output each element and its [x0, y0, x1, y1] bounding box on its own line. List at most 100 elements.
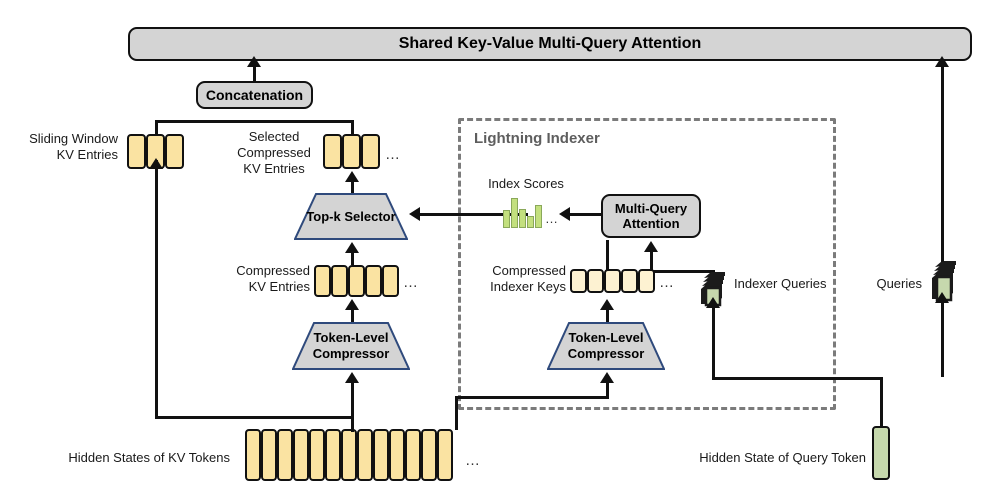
index-scores-label: Index Scores — [488, 176, 564, 191]
selected-compressed-label: Selected Compressed KV Entries — [237, 129, 311, 176]
multi-query-attention-box[interactable]: Multi-Query Attention — [601, 194, 701, 238]
topk-selector[interactable]: Top-k Selector — [294, 193, 408, 240]
kv-cell — [382, 265, 399, 297]
token-level-compressor-right[interactable]: Token-Level Compressor — [547, 322, 665, 370]
line-selected-up — [351, 120, 354, 136]
token-level-compressor-right-label: Token-Level Compressor — [567, 330, 645, 361]
token-level-compressor-left[interactable]: Token-Level Compressor — [292, 322, 410, 370]
line-concat-to-attention — [253, 62, 256, 82]
arrow-concat-to-attention — [247, 56, 261, 67]
hidden-state-query-label: Hidden State of Query Token — [699, 450, 866, 465]
kv-token-cell — [373, 429, 389, 481]
line-indexer-keys-up — [606, 240, 609, 270]
line-hidden-to-compressor-left — [351, 383, 354, 429]
arrow-compressed-to-topk — [345, 242, 359, 253]
index-score-bar — [503, 210, 510, 228]
kv-cell — [342, 134, 361, 169]
compressed-kv-ellipsis: … — [403, 274, 419, 291]
compressed-indexer-keys-ellipsis: … — [659, 274, 675, 291]
line-hidden-bus-right-drop — [455, 396, 458, 430]
kv-token-cell — [341, 429, 357, 481]
indexer-queries-label: Indexer Queries — [734, 276, 827, 291]
kv-token-cell — [261, 429, 277, 481]
index-score-bar — [519, 209, 526, 228]
selected-compressed-cells — [323, 134, 380, 169]
selected-compressed-ellipsis: … — [385, 146, 401, 163]
line-scores-to-topk — [420, 213, 528, 216]
kv-token-cell — [277, 429, 293, 481]
arrow-mqa-to-scores — [559, 207, 570, 221]
kv-cell — [127, 134, 146, 169]
kv-token-cell — [293, 429, 309, 481]
kv-token-cell — [309, 429, 325, 481]
line-compressed-to-topk — [351, 253, 354, 265]
arrow-hidden-to-compressor-right — [600, 372, 614, 383]
arrow-queries-to-attention — [935, 56, 949, 67]
kv-token-cell — [325, 429, 341, 481]
indexer-key-cell — [621, 269, 638, 293]
kv-cell — [323, 134, 342, 169]
kv-cell — [314, 265, 331, 297]
shared-attention-bar[interactable]: Shared Key-Value Multi-Query Attention — [128, 27, 972, 61]
token-level-compressor-left-label: Token-Level Compressor — [312, 330, 390, 361]
line-compressor-to-indexer-keys — [606, 310, 609, 322]
line-indexer-queries-bus — [650, 270, 714, 273]
line-compressor-to-compressed — [351, 310, 354, 322]
indexer-key-cell — [587, 269, 604, 293]
lightning-indexer-group — [458, 118, 836, 410]
arrow-compressor-to-indexer-keys — [600, 299, 614, 310]
line-queries-to-attention — [941, 62, 944, 262]
hidden-states-kv-cells — [245, 429, 453, 481]
index-scores-ellipsis: … — [545, 211, 559, 226]
index-score-bar — [527, 216, 534, 228]
kv-cell — [165, 134, 184, 169]
line-hidden-query-bottom — [880, 377, 883, 426]
arrow-hidden-to-compressor-left — [345, 372, 359, 383]
line-hidden-bus-right — [455, 396, 609, 399]
compressed-indexer-keys-label: Compressed Indexer Keys — [490, 263, 566, 294]
arrow-query-bus-to-indexer-queries — [706, 297, 720, 308]
concatenation-box[interactable]: Concatenation — [196, 81, 313, 109]
arrow-compressor-to-compressed — [345, 299, 359, 310]
line-indexer-queries-to-mqa — [650, 252, 653, 272]
line-query-bus-v-left — [712, 320, 715, 379]
line-sliding-up — [155, 120, 158, 136]
line-kv-token-riser — [351, 416, 354, 432]
kv-token-cell — [357, 429, 373, 481]
line-kv-bus-left-v — [155, 160, 158, 418]
sliding-window-label: Sliding Window KV Entries — [29, 131, 118, 162]
arrow-scores-to-topk — [409, 207, 420, 221]
line-sliding-right — [155, 120, 255, 123]
queries-label: Queries — [876, 276, 922, 291]
arrow-kv-bus-to-sliding — [149, 158, 163, 169]
topk-selector-label: Top-k Selector — [306, 208, 396, 224]
kv-token-cell — [437, 429, 453, 481]
line-hidden-query-riser — [941, 315, 944, 377]
hidden-states-kv-label: Hidden States of KV Tokens — [68, 450, 230, 465]
kv-token-cell — [389, 429, 405, 481]
indexer-key-cell — [570, 269, 587, 293]
kv-cell — [348, 265, 365, 297]
compressed-kv-cells — [314, 265, 399, 297]
arrow-indexer-queries-to-mqa — [644, 241, 658, 252]
line-query-bus-h — [712, 377, 880, 380]
arrow-hidden-query-to-queries — [935, 292, 949, 303]
indexer-key-cell — [638, 269, 655, 293]
index-score-bar — [511, 198, 518, 228]
index-scores-chart — [503, 196, 542, 228]
kv-cell — [361, 134, 380, 169]
line-hidden-query-to-queries — [941, 303, 944, 315]
kv-token-cell — [405, 429, 421, 481]
kv-token-cell — [245, 429, 261, 481]
line-kv-bus-left-h — [155, 416, 352, 419]
arrow-topk-to-selected — [345, 171, 359, 182]
lightning-indexer-title: Lightning Indexer — [474, 130, 600, 147]
hidden-states-kv-ellipsis: … — [465, 452, 481, 469]
hidden-state-query-cell — [872, 426, 890, 480]
indexer-key-cell — [604, 269, 621, 293]
compressed-indexer-key-cells — [570, 269, 655, 293]
line-selected-left — [253, 120, 354, 123]
kv-cell — [365, 265, 382, 297]
compressed-kv-label: Compressed KV Entries — [236, 263, 310, 294]
